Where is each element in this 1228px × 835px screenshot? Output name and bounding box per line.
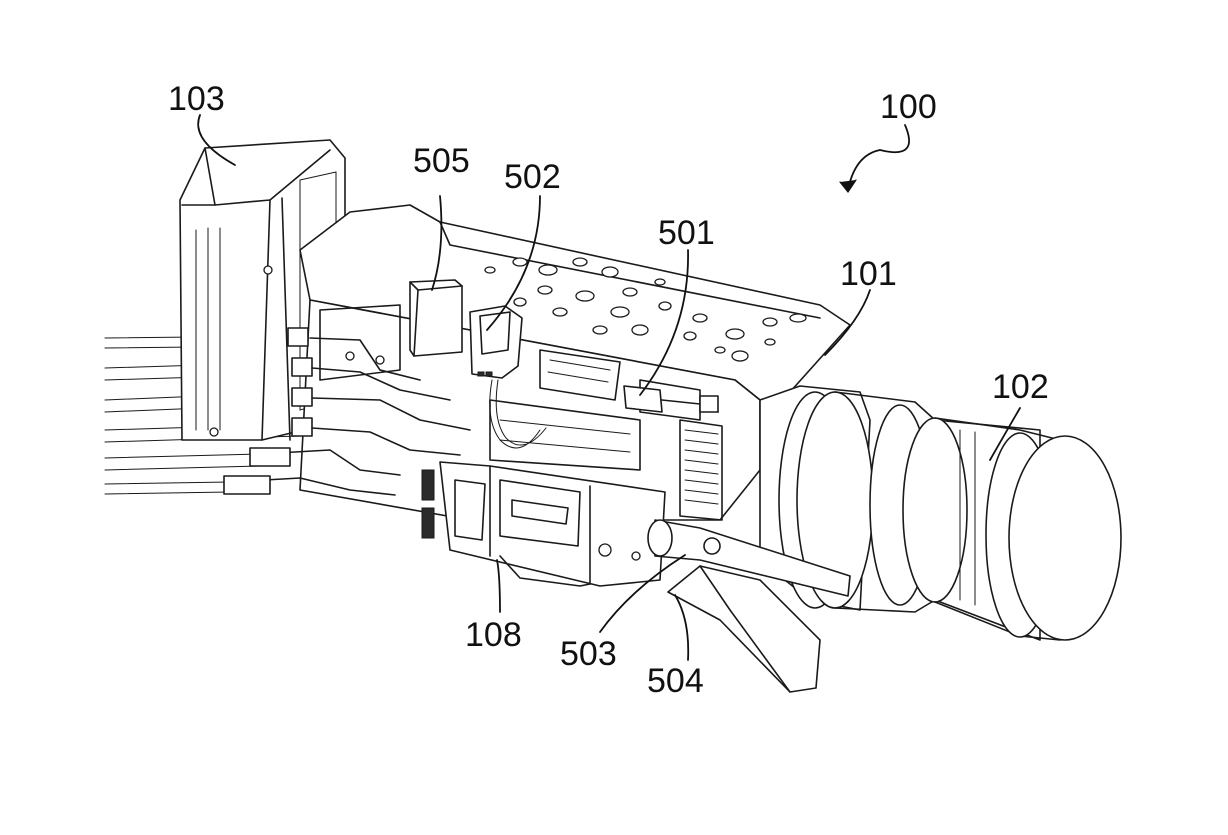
label-504: 504 [647, 662, 704, 700]
handle-504 [667, 565, 821, 693]
top-plate-holes [484, 257, 807, 362]
label-103: 103 [168, 80, 225, 118]
label-502: 502 [504, 158, 561, 196]
label-503: 503 [560, 635, 617, 673]
label-505: 505 [413, 142, 470, 180]
side-connectors [223, 327, 471, 496]
side-vents [679, 419, 723, 521]
leader-lines [197, 114, 1021, 661]
connector-501 [623, 385, 719, 413]
label-108: 108 [465, 616, 522, 654]
label-501: 501 [658, 214, 715, 252]
card-module-505 [409, 279, 463, 357]
lens-102 [759, 385, 1122, 641]
label-102: 102 [992, 368, 1049, 406]
side-module-108 [421, 461, 666, 587]
label-101: 101 [840, 255, 897, 293]
label-100: 100 [880, 88, 937, 126]
grip-503 [647, 519, 851, 597]
